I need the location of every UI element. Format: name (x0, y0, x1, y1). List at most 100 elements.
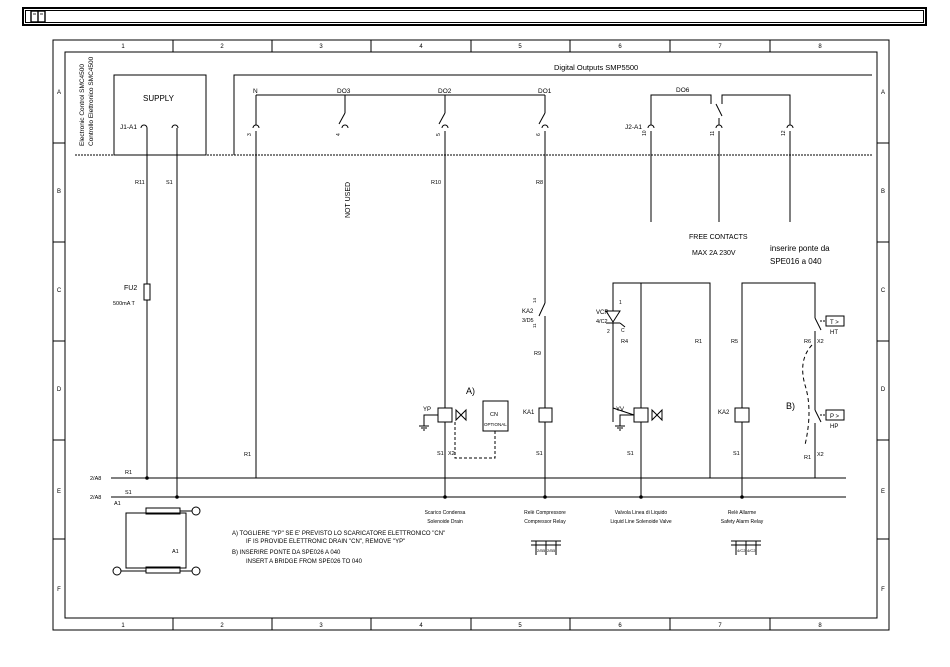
wire-r1-mid: R1 (695, 339, 702, 345)
supply-connector: J1-A1 (120, 124, 137, 131)
drain-label-en: Solenoide Drain (427, 519, 463, 525)
bridge-dashed (802, 344, 813, 446)
xref-ka2-b: 4/C2 (747, 548, 756, 553)
col-7: 7 (718, 44, 722, 50)
col-6: 6 (618, 44, 622, 50)
column-dividers (53, 40, 889, 630)
yp-label: YP (423, 407, 431, 413)
wire-x2-b: X2 (817, 452, 824, 458)
coil-ka2 (734, 407, 750, 423)
row-e-right: E (881, 489, 885, 495)
col-8-bottom: 8 (818, 623, 822, 629)
col-2-bottom: 2 (220, 623, 224, 629)
title-line-2: Controllo Elettronico SMC4500 (88, 56, 95, 146)
col-4-bottom: 4 (419, 623, 423, 629)
vcr-ref: 4/C2 (596, 319, 608, 325)
toolbar (22, 7, 927, 26)
ka2-coil-label: KA2 (718, 410, 730, 416)
outer-frame (52, 39, 890, 631)
not-used-label: NOT USED (345, 182, 352, 218)
supply-label: SUPPLY (143, 94, 175, 103)
col-1-bottom: 1 (121, 623, 125, 629)
row-d-right: D (881, 387, 886, 393)
xref-ka1-a: 2/B5 (537, 548, 546, 553)
alarm-relay-it: Relè Allarme (728, 510, 757, 516)
coil-yp (437, 407, 453, 423)
max-rating-label: MAX 2A 230V (692, 250, 736, 257)
vcr-pin-c: C (621, 328, 625, 334)
compressor-relay-it: Relè Compressore (524, 510, 566, 516)
xref-ka2 (731, 540, 761, 555)
wire-r5: R5 (731, 339, 738, 345)
bus-r1-name: R1 (125, 470, 132, 476)
note-b-line-2: INSERT A BRIDGE FROM SPE026 TO 040 (246, 559, 363, 565)
col-6-bottom: 6 (618, 623, 622, 629)
ht-label: HT (830, 330, 838, 336)
col-1: 1 (121, 44, 125, 50)
col-5-bottom: 5 (518, 623, 522, 629)
wire-s1-yp: S1 (437, 451, 444, 457)
hp-label: HP (830, 424, 838, 430)
a1-label-inner: A1 (172, 549, 179, 555)
note-b-line-1: B) INSERIRE PONTE DA SPE026 A 040 (232, 550, 341, 556)
cn-label: CN (490, 412, 498, 418)
wire-r9: R9 (534, 351, 541, 357)
valve-label-it: Valvola Linea di Liquido (615, 510, 668, 516)
alarm-relay-en: Safety Alarm Relay (721, 519, 764, 525)
title-line-1: Electronic Control SMC4500 (79, 64, 86, 146)
drain-label-it: Scarico Condensa (425, 510, 466, 516)
pin-11: 11 (710, 131, 716, 136)
col-2: 2 (220, 44, 224, 50)
valve-label-en: Liquid Line Solenoide Valve (610, 519, 672, 525)
yv-label: YV (616, 407, 624, 413)
vcr-pin-2: 2 (607, 329, 610, 335)
ka2-pin-14: 14 (532, 297, 537, 303)
wire-r1-left: R1 (244, 452, 251, 458)
xref-ka2-a: 4/C2 (737, 548, 746, 553)
xref-ka1-b: 2/B5 (547, 548, 556, 553)
wire-s1-yv: S1 (627, 451, 634, 457)
digital-outputs-title: Digital Outputs SMP5500 (554, 63, 638, 72)
ka2-pin-11: 11 (532, 323, 537, 328)
cn-optional-box (482, 400, 509, 432)
label-n: N (253, 88, 258, 95)
supply-box (113, 74, 207, 156)
a1-device (125, 512, 187, 569)
pin-6: 6 (536, 133, 542, 136)
wire-r4: R4 (621, 339, 628, 345)
connector-j2: J2-A1 (625, 124, 642, 131)
coil-yv (633, 407, 649, 423)
wire-s1-ka1: S1 (536, 451, 543, 457)
pin-3: 3 (247, 133, 253, 136)
col-5: 5 (518, 44, 522, 50)
wire-r8: R8 (536, 180, 543, 186)
note-b-marker: B) (786, 401, 795, 411)
vcr-pin-1: 1 (619, 300, 622, 306)
label-do6: DO6 (676, 87, 690, 94)
compressor-relay-en: Compressor Relay (524, 519, 566, 525)
fuse-rating: 500mA T (113, 301, 136, 307)
ka1-label: KA1 (523, 410, 535, 416)
row-b-right: B (881, 189, 885, 195)
wire-r10: R10 (431, 180, 441, 186)
ht-box (825, 315, 845, 327)
ka2-contact-ref: 3/D5 (522, 318, 534, 324)
pin-12: 12 (781, 130, 787, 136)
col-7-bottom: 7 (718, 623, 722, 629)
row-c: C (57, 288, 62, 294)
hp-box (825, 409, 845, 421)
wire-s1-ka2: S1 (733, 451, 740, 457)
pin-10: 10 (642, 130, 648, 136)
bus-s1-ref: 2/A8 (90, 495, 101, 501)
row-e: E (57, 489, 61, 495)
bridge-note-1: inserire ponte da (770, 244, 830, 253)
ht-box-label: T > (830, 320, 839, 326)
hp-box-label: P > (830, 414, 840, 420)
a1-label: A1 (114, 501, 121, 507)
ka2-contact-label: KA2 (522, 309, 534, 315)
row-d: D (57, 387, 62, 393)
cn-optional-label: OPTIONAL (484, 422, 507, 427)
col-4: 4 (419, 44, 423, 50)
fuse-fu2 (143, 283, 151, 301)
